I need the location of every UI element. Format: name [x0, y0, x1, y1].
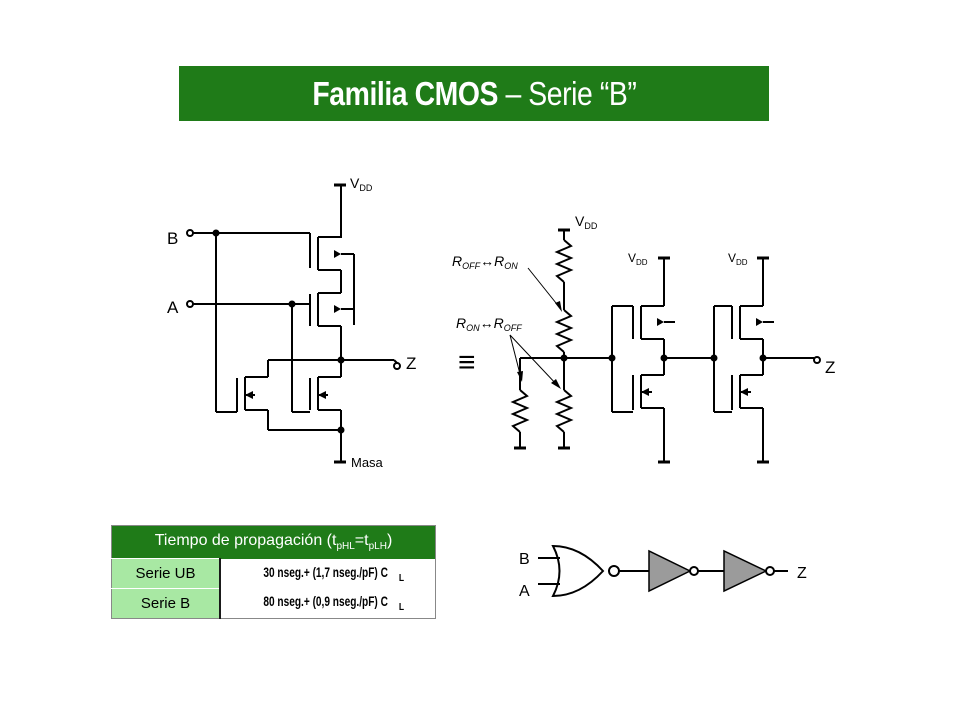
row-label: Serie B: [111, 588, 221, 619]
left-input-b-label: B: [167, 229, 178, 248]
left-nor-circuit: [186, 183, 401, 464]
right-circuit-arrows: [517, 301, 763, 396]
gate-input-a-label: A: [519, 583, 530, 600]
title-bar: Familia CMOS – Serie “B”: [179, 66, 769, 121]
buffer-1-icon: [648, 549, 692, 593]
gate-diagram: [538, 544, 788, 598]
right-vdd-label-3: VDD: [728, 251, 748, 267]
right-vdd-label-2: VDD: [628, 251, 648, 267]
left-output-z-label: Z: [406, 354, 416, 373]
buffer-2-icon: [723, 549, 768, 593]
table-header: Tiempo de propagación (tpHL=tpLH): [111, 525, 436, 559]
propagation-table: Tiempo de propagación (tpHL=tpLH) Serie …: [111, 525, 436, 619]
nor-gate-icon: [551, 544, 605, 598]
gate-output-z-label: Z: [797, 565, 807, 582]
gate-input-b-label: B: [519, 551, 530, 568]
right-equivalent-circuit: [509, 228, 821, 464]
right-output-z-label: Z: [825, 358, 835, 377]
equivalence-symbol: ≡: [458, 346, 476, 379]
table-header-row: Tiempo de propagación (tpHL=tpLH): [111, 525, 436, 559]
roff-ron-label: ROFF↔RON: [452, 253, 518, 271]
left-ground-label: Masa: [351, 455, 384, 470]
left-nor-arrows: [245, 250, 341, 399]
row-label: Serie UB: [111, 558, 221, 589]
page-title: Familia CMOS – Serie “B”: [311, 74, 637, 112]
left-input-a-label: A: [167, 298, 179, 317]
right-vdd-label-1: VDD: [575, 213, 598, 231]
left-vdd-label: VDD: [350, 175, 373, 193]
ron-roff-label: RON↔ROFF: [456, 315, 522, 333]
